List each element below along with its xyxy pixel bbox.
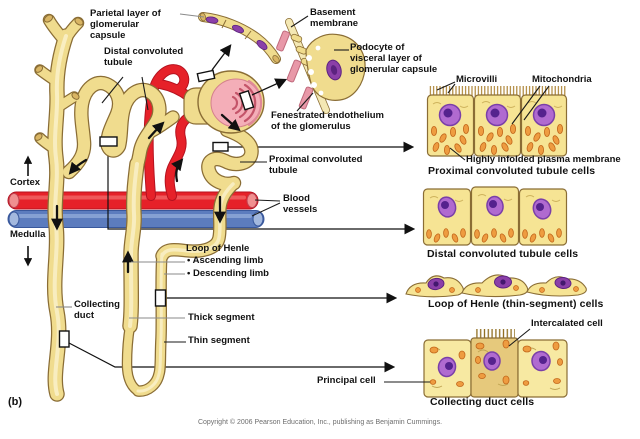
label-collecting-duct: Collecting duct: [74, 299, 120, 321]
title-distal-cells: Distal convoluted tubule cells: [427, 248, 579, 260]
label-mitochondria: Mitochondria: [532, 74, 592, 85]
title-proximal-cells: Proximal convoluted tubule cells: [428, 165, 596, 177]
label-intercalated-cell: Intercalated cell: [531, 318, 603, 329]
label-fenestrated: Fenestrated endothelium of the glomerulu…: [271, 110, 384, 132]
label-infolded-membrane: Highly infolded plasma membrane: [466, 154, 621, 165]
label-ascending-limb: • Ascending limb: [187, 255, 264, 266]
label-principal-cell: Principal cell: [317, 375, 376, 386]
label-cortex: Cortex: [10, 177, 41, 188]
parietal-layer-inset: [198, 12, 281, 64]
label-podocyte: Podocyte of visceral layer of glomerular…: [350, 42, 438, 75]
label-parietal-layer: Parietal layer of glomerular capsule: [90, 8, 161, 41]
inset-arrows: [211, 44, 288, 96]
label-thick-segment: Thick segment: [188, 312, 255, 323]
label-basement-membrane: Basement membrane: [310, 7, 359, 29]
label-medulla: Medulla: [10, 229, 46, 240]
proximal-cells-panel: [426, 86, 568, 157]
flow-arrows: [51, 113, 241, 274]
copyright-line: Copyright © 2006 Pearson Education, Inc.…: [197, 419, 443, 426]
sample-marker-boxes: [58, 69, 255, 348]
label-microvilli: Microvilli: [456, 74, 498, 85]
leader-lines: [56, 13, 550, 383]
distal-cells-panel: [422, 186, 568, 246]
collecting-cells-panel: [423, 329, 568, 398]
label-blood-vessels: Blood vessels: [283, 193, 318, 215]
sample-connector-lines: [68, 141, 416, 373]
label-descending-limb: • Descending limb: [187, 268, 269, 279]
title-loop-cells: Loop of Henle (thin-segment) cells: [428, 298, 604, 310]
label-loop-of-henle: Loop of Henle: [186, 243, 250, 254]
loop-cells-panel: [405, 274, 587, 298]
label-proximal-tubule: Proximal convoluted tubule: [269, 154, 363, 176]
panel-letter: (b): [8, 396, 23, 408]
label-distal-tubule: Distal convoluted tubule: [104, 46, 184, 68]
tubules: [34, 13, 259, 402]
label-thin-segment: Thin segment: [188, 335, 250, 346]
podocyte-inset: [276, 18, 366, 114]
title-collecting-cells: Collecting duct cells: [430, 396, 535, 408]
